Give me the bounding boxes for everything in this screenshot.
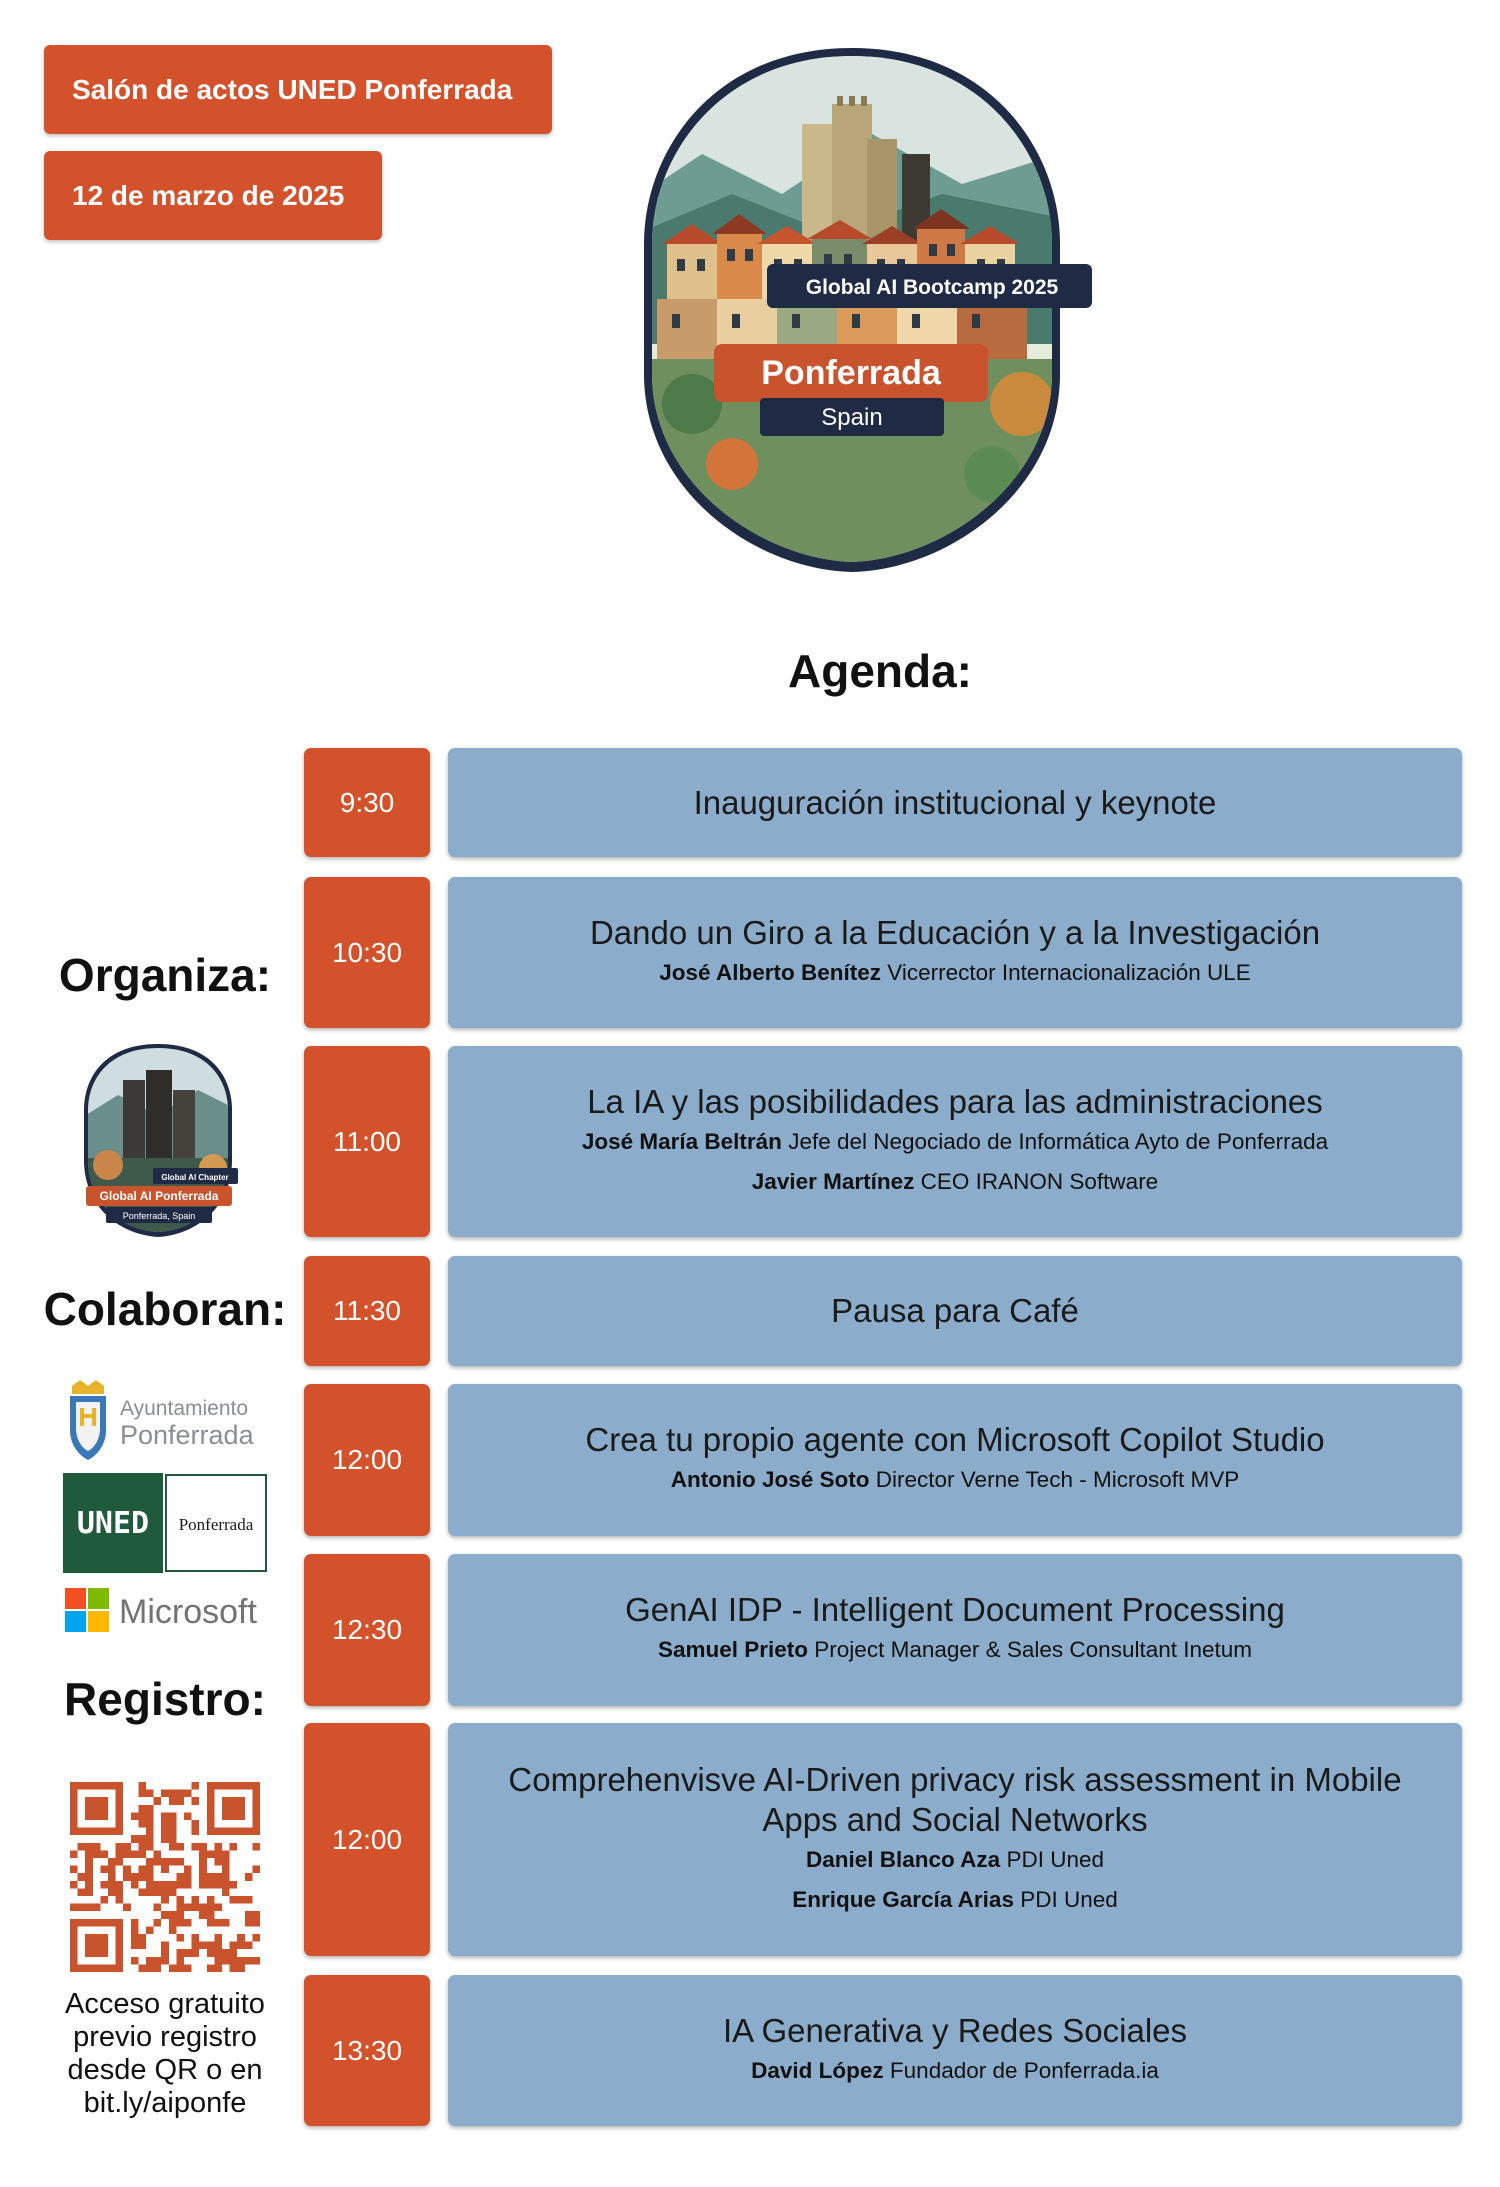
- speaker-name: Antonio José Soto: [670, 1467, 870, 1492]
- access-info: Acceso gratuito previo registro desde QR…: [40, 1988, 290, 2120]
- speaker-line: Antonio José Soto Director Verne Tech - …: [671, 1460, 1239, 1500]
- uned-place: Ponferrada: [179, 1515, 254, 1534]
- speaker-line: David López Fundador de Ponferrada.ia: [751, 2051, 1159, 2091]
- registro-title: Registro:: [64, 1673, 266, 1725]
- talk-card: GenAI IDP - Intelligent Document Process…: [448, 1554, 1462, 1706]
- organizer-logo: Global AI Chapter Global AI Ponferrada P…: [84, 1044, 238, 1237]
- time-label: 13:30: [331, 2034, 403, 2066]
- organiza-title: Organiza:: [58, 949, 272, 1001]
- time-badge: 9:30: [304, 748, 430, 857]
- time-badge: 10:30: [304, 877, 430, 1028]
- talk-title-continued: Apps and Social Networks: [762, 1800, 1148, 1838]
- speaker-name: José María Beltrán: [581, 1128, 782, 1154]
- access-link[interactable]: bit.ly/aiponfe: [83, 2087, 247, 2119]
- speaker-name: Javier Martínez: [751, 1168, 915, 1194]
- talk-title: IA Generativa y Redes Sociales: [722, 2011, 1188, 2049]
- time-badge: 11:30: [304, 1256, 430, 1366]
- speaker-line: Enrique García Arias PDI Uned: [792, 1880, 1118, 1920]
- speaker-role: Project Manager & Sales Consultant Inetu…: [814, 1637, 1253, 1662]
- time-badge: 12:00: [304, 1384, 430, 1536]
- speaker-role: CEO IRANON Software: [920, 1168, 1159, 1194]
- agenda-title: Agenda:: [788, 645, 972, 697]
- talk-card: Crea tu propio agente con Microsoft Copi…: [448, 1384, 1462, 1536]
- talk-card: Inauguración institucional y keynote: [448, 748, 1462, 857]
- time-label: 10:30: [331, 936, 403, 968]
- agenda-row: 12:00 Comprehenvisve AI-Driven privacy r…: [304, 1723, 1462, 1956]
- organizer-name: Global AI Ponferrada: [100, 1189, 219, 1203]
- uned-logo: UNED Ponferrada: [63, 1473, 267, 1573]
- speaker-name: José Alberto Benítez: [659, 959, 881, 985]
- speaker-line: José Alberto Benítez Vicerrector Interna…: [659, 953, 1251, 993]
- organizer-chapter: Global AI Chapter: [161, 1173, 228, 1182]
- speaker-line: Samuel Prieto Project Manager & Sales Co…: [658, 1630, 1252, 1670]
- talk-card: Comprehenvisve AI-Driven privacy risk as…: [448, 1723, 1462, 1956]
- event-name: Global AI Bootcamp 2025: [806, 276, 1059, 299]
- talk-title: Dando un Giro a la Educación y a la Inve…: [589, 913, 1321, 951]
- speaker-name: Samuel Prieto: [657, 1637, 809, 1662]
- time-label: 12:00: [331, 1444, 403, 1475]
- access-line: previo registro: [73, 2021, 257, 2053]
- time-label: 11:30: [333, 1295, 401, 1326]
- venue-badge: Salón de actos UNED Ponferrada: [44, 45, 552, 134]
- event-city: Ponferrada: [761, 354, 942, 392]
- time-badge: 12:00: [304, 1723, 430, 1956]
- speaker-role: PDI Uned: [1006, 1846, 1105, 1872]
- speaker-role: Jefe del Negociado de Informática Ayto d…: [788, 1128, 1329, 1154]
- ayuntamiento-logo: Ayuntamiento Ponferrada: [70, 1380, 255, 1460]
- date-badge: 12 de marzo de 2025: [44, 151, 382, 240]
- speaker-line: José María Beltrán Jefe del Negociado de…: [582, 1122, 1328, 1162]
- access-line: Acceso gratuito: [65, 1988, 265, 2020]
- talk-card: Pausa para Café: [448, 1256, 1462, 1366]
- colaboran-title: Colaboran:: [43, 1283, 287, 1335]
- agenda-row: 11:00 La IA y las posibilidades para las…: [304, 1046, 1462, 1237]
- time-label: 11:00: [333, 1125, 401, 1157]
- agenda-row: 10:30 Dando un Giro a la Educación y a l…: [304, 877, 1462, 1028]
- access-line: desde QR o en: [67, 2054, 263, 2086]
- talk-card: Dando un Giro a la Educación y a la Inve…: [448, 877, 1462, 1028]
- speaker-name: Daniel Blanco Aza: [805, 1846, 1001, 1872]
- event-country: Spain: [821, 404, 882, 431]
- uned-brand: UNED: [77, 1506, 149, 1541]
- talk-title: Pausa para Café: [831, 1292, 1079, 1329]
- event-logo: Global AI Bootcamp 2025 Ponferrada Spain: [644, 48, 1092, 572]
- speaker-role: Fundador de Ponferrada.ia: [889, 2057, 1159, 2083]
- agenda-row: 11:30 Pausa para Café: [304, 1256, 1462, 1366]
- organizer-place: Ponferrada, Spain: [123, 1211, 196, 1221]
- speaker-line: Javier Martínez CEO IRANON Software: [752, 1162, 1158, 1202]
- talk-title: GenAI IDP - Intelligent Document Process…: [625, 1591, 1285, 1628]
- time-badge: 11:00: [304, 1046, 430, 1237]
- time-label: 9:30: [339, 786, 395, 818]
- talk-card: IA Generativa y Redes Sociales David Lóp…: [448, 1975, 1462, 2126]
- talk-title: La IA y las posibilidades para las admin…: [587, 1082, 1323, 1120]
- time-badge: 13:30: [304, 1975, 430, 2126]
- agenda-row: 12:00 Crea tu propio agente con Microsof…: [304, 1384, 1462, 1536]
- speaker-line: Daniel Blanco Aza PDI Uned: [806, 1840, 1104, 1880]
- speaker-role: Vicerrector Internacionalización ULE: [887, 959, 1251, 985]
- date-label: 12 de marzo de 2025: [72, 179, 345, 211]
- agenda-row: 13:30 IA Generativa y Redes Sociales Dav…: [304, 1975, 1462, 2126]
- speaker-name: Enrique García Arias: [792, 1886, 1014, 1912]
- time-label: 12:30: [331, 1614, 403, 1645]
- microsoft-logo: Microsoft: [65, 1588, 257, 1632]
- agenda-row: 12:30 GenAI IDP - Intelligent Document P…: [304, 1554, 1462, 1706]
- ayuntamiento-line1: Ayuntamiento: [120, 1397, 248, 1420]
- talk-card: La IA y las posibilidades para las admin…: [448, 1046, 1462, 1237]
- venue-label: Salón de actos UNED Ponferrada: [72, 73, 513, 105]
- time-label: 12:00: [331, 1823, 403, 1855]
- time-badge: 12:30: [304, 1554, 430, 1706]
- speaker-role: PDI Uned: [1020, 1886, 1118, 1912]
- speaker-role: Director Verne Tech - Microsoft MVP: [875, 1467, 1240, 1492]
- ayuntamiento-line2: Ponferrada: [120, 1420, 255, 1450]
- microsoft-wordmark: Microsoft: [119, 1593, 257, 1631]
- speaker-name: David López: [751, 2057, 884, 2083]
- registration-qr-code[interactable]: [70, 1782, 260, 1972]
- talk-title: Comprehenvisve AI-Driven privacy risk as…: [508, 1760, 1402, 1798]
- talk-title: Crea tu propio agente con Microsoft Copi…: [585, 1421, 1325, 1458]
- agenda-row: 9:30 Inauguración institucional y keynot…: [304, 748, 1462, 857]
- talk-title: Inauguración institucional y keynote: [693, 783, 1217, 821]
